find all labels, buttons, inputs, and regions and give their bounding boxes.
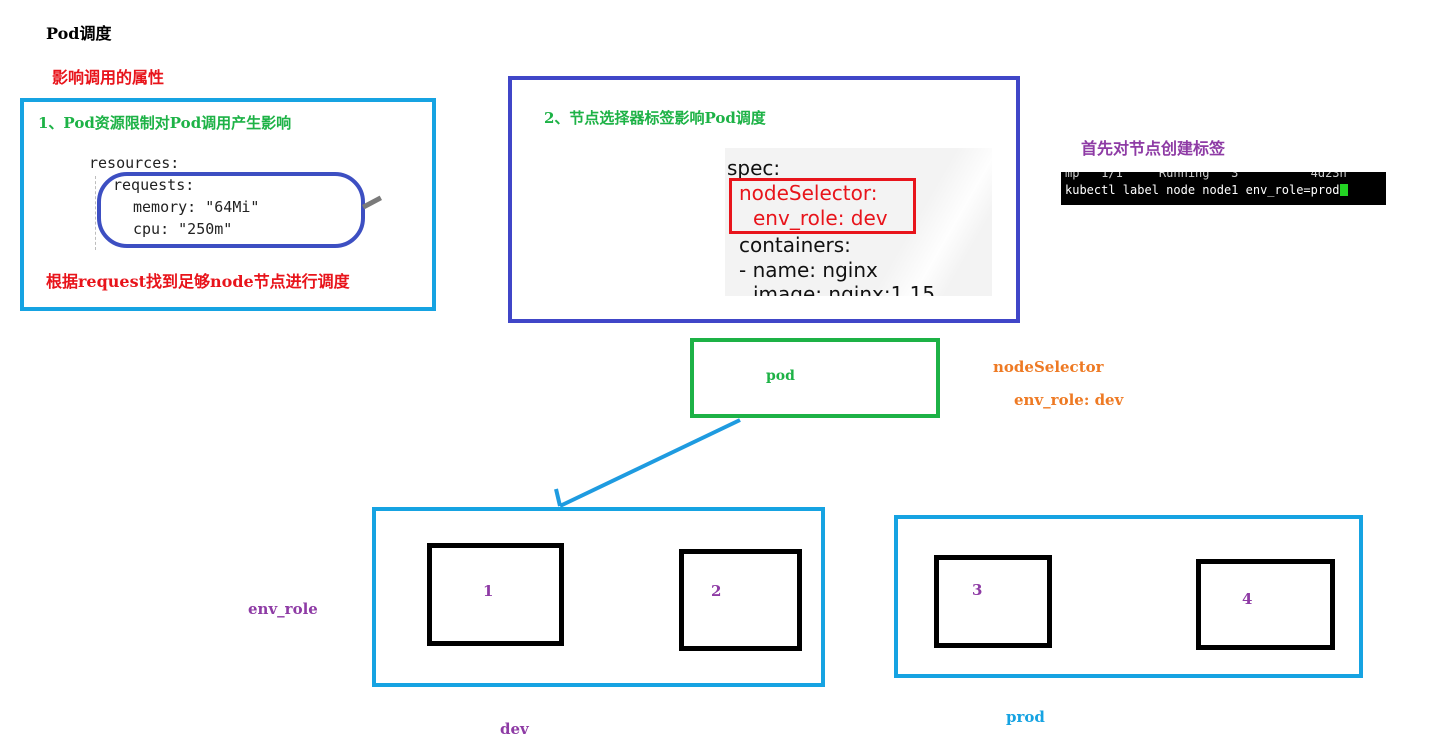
pod-box: [690, 338, 940, 418]
resource-limits-panel: [20, 98, 436, 311]
resource-limits-note: 根据request找到足够node节点进行调度: [46, 272, 350, 291]
terminal-line-command: kubectl label node node1 env_role=prod: [1065, 183, 1348, 197]
arrow-head-icon: [554, 488, 562, 507]
node-selector-value-label: env_role: dev: [1014, 391, 1124, 409]
dev-node-group: [372, 507, 825, 687]
page-subtitle: 影响调用的属性: [52, 68, 165, 87]
resources-code-snippet: resources: requests: memory: "64Mi" cpu:…: [89, 154, 379, 250]
code-line-cpu: cpu: "250m": [133, 220, 233, 238]
node-number: 1: [483, 582, 494, 600]
node-number: 2: [711, 582, 722, 600]
node-number: 3: [972, 581, 983, 599]
code-line-nodeselector: nodeSelector:: [739, 181, 878, 205]
node-selector-panel: [508, 76, 1020, 323]
dev-group-label: dev: [500, 720, 529, 738]
terminal-line-status: mp 1/1 Running 3 4d23h: [1065, 172, 1347, 180]
arrow-shaft: [559, 418, 741, 508]
node-selector-heading: 2、节点选择器标签影响Pod调度: [544, 109, 766, 127]
node-selector-key-label: nodeSelector: [993, 358, 1104, 376]
snippet-sheen: [875, 148, 992, 296]
resource-limits-heading: 1、Pod资源限制对Pod调用产生影响: [38, 114, 292, 132]
terminal-snippet: mp 1/1 Running 3 4d23h kubectl label nod…: [1061, 172, 1386, 205]
terminal-command-text: kubectl label node node1 env_role=prod: [1065, 183, 1340, 197]
prod-node-group: [894, 515, 1363, 678]
env-role-key-label: env_role: [248, 600, 318, 618]
code-line-spec: spec:: [727, 156, 781, 180]
requests-highlight-oval: [97, 172, 365, 248]
code-line-memory: memory: "64Mi": [133, 198, 260, 216]
node-selector-code-snippet: spec: nodeSelector: env_role: dev contai…: [725, 148, 992, 296]
node-box: [427, 543, 564, 646]
create-label-caption: 首先对节点创建标签: [1081, 139, 1226, 158]
nodeselector-highlight-box: [729, 178, 916, 234]
prod-group-label: prod: [1006, 708, 1045, 726]
code-line-env-role: env_role: dev: [753, 206, 888, 230]
cursor-icon: [1339, 184, 1348, 196]
node-box: [934, 555, 1052, 648]
indent-guide: [95, 176, 96, 250]
node-box: [1196, 559, 1335, 650]
code-line-name: - name: nginx: [739, 258, 878, 282]
node-number: 4: [1242, 590, 1253, 608]
code-line-image: image: nginx:1.15: [753, 282, 936, 296]
code-line-resources: resources:: [89, 154, 180, 172]
code-line-requests: requests:: [113, 176, 195, 194]
code-line-containers: containers:: [739, 233, 851, 257]
node-box: [679, 549, 802, 651]
pod-label: pod: [766, 368, 795, 384]
page-title: Pod调度: [46, 24, 112, 43]
